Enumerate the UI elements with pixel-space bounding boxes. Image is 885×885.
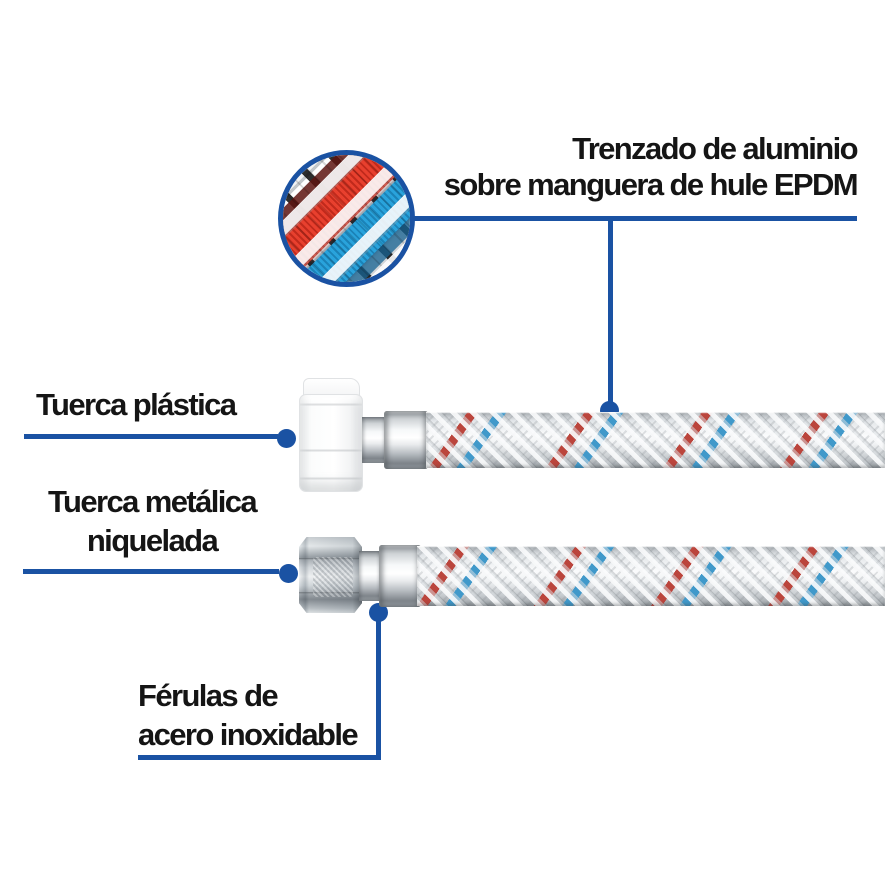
metal-nut-callout-label: Tuerca metálica niquelada — [25, 482, 279, 560]
ferrule-label-line2: acero inoxidable — [138, 717, 359, 752]
upper-ferrule — [384, 411, 428, 469]
metal-nut-leader-dot — [279, 564, 298, 583]
metal-nut-label-line1: Tuerca metálica — [47, 484, 258, 519]
metal-nut-label-line2: niquelada — [86, 523, 219, 558]
ferrule-leader-line-vertical — [376, 612, 381, 760]
lower-ferrule — [379, 545, 421, 607]
plastic-nut-callout-label: Tuerca plástica — [36, 387, 237, 422]
ferrule-leader-line-horizontal — [138, 755, 381, 760]
ferrule-callout-label: Férulas de acero inoxidable — [138, 676, 359, 754]
braid-leader-line-horizontal — [413, 216, 857, 221]
metal-nut-leader-line — [23, 569, 279, 574]
metal-hex-nut — [299, 537, 362, 613]
lower-braided-hose — [417, 546, 885, 606]
plastic-nut — [299, 394, 363, 492]
braid-callout-label: Trenzado de aluminio sobre manguera de h… — [417, 131, 859, 203]
braid-magnifier-icon — [278, 150, 415, 287]
ferrule-label-line1: Férulas de — [138, 678, 279, 713]
braid-leader-line-vertical — [608, 219, 613, 405]
braid-label-line1: Trenzado de aluminio — [572, 131, 859, 166]
braid-label-line2: sobre manguera de hule EPDM — [443, 167, 859, 202]
metal-hex-nut-facet — [313, 557, 353, 597]
plastic-nut-leader-dot — [277, 429, 296, 448]
upper-braided-hose — [426, 412, 885, 468]
magnifier-weave-overlay — [283, 155, 410, 282]
plastic-nut-leader-line — [24, 434, 278, 439]
upper-ferrule-neck — [362, 417, 386, 463]
lower-ferrule-neck — [359, 551, 381, 601]
ferrule-leader-dot — [369, 603, 388, 622]
